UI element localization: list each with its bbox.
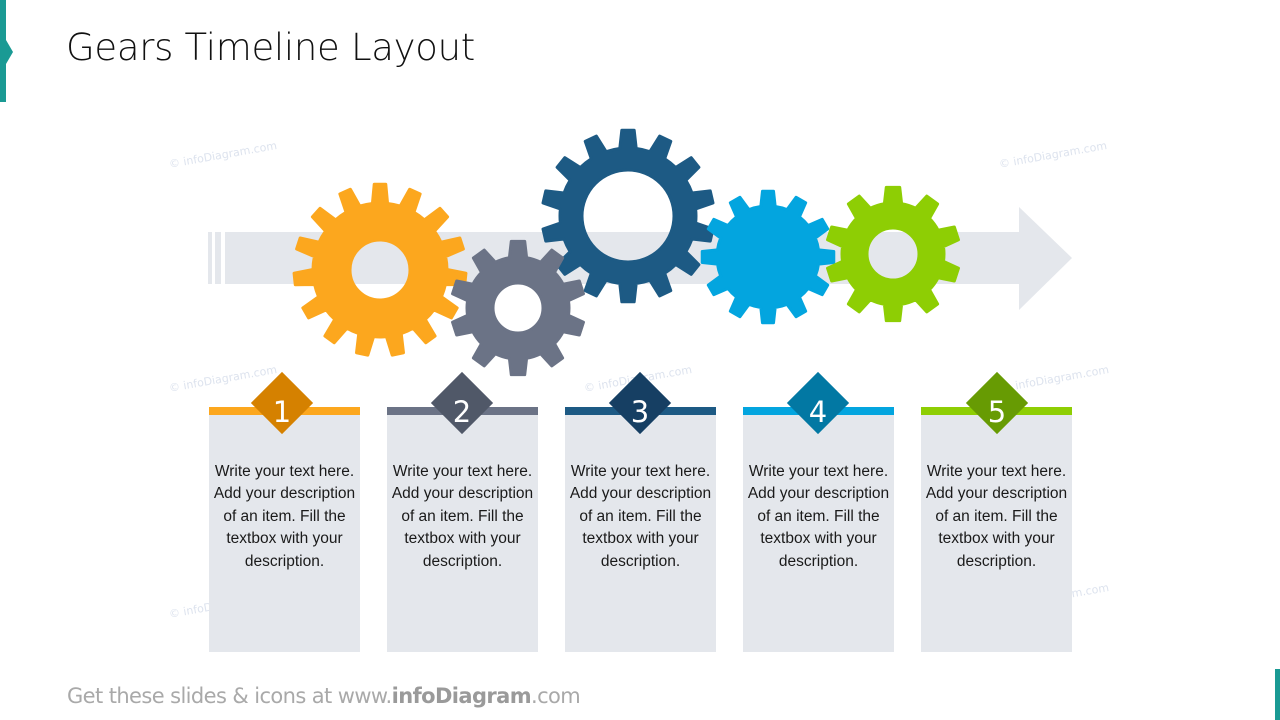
step-card-1[interactable]	[209, 407, 360, 652]
step-number: 5	[987, 395, 1007, 429]
left-accent-bar	[0, 0, 6, 102]
step-description[interactable]: Write your text here. Add your descripti…	[747, 463, 890, 570]
left-accent-notch	[6, 40, 13, 64]
step-card-2[interactable]	[387, 407, 538, 652]
footer-credit: Get these slides & icons at www.infoDiag…	[67, 684, 581, 708]
right-accent-bar	[1275, 669, 1280, 720]
footer-brand[interactable]: infoDiagram	[391, 684, 532, 708]
slide-title: Gears Timeline Layout	[66, 26, 475, 69]
step-description[interactable]: Write your text here. Add your descripti…	[569, 463, 712, 570]
gear-icon-2	[451, 239, 585, 377]
step-number: 2	[452, 395, 472, 429]
step-description[interactable]: Write your text here. Add your descripti…	[391, 463, 534, 570]
step-description[interactable]: Write your text here. Add your descripti…	[925, 463, 1068, 570]
gear-icon-1	[292, 182, 468, 357]
step-description[interactable]: Write your text here. Add your descripti…	[213, 463, 356, 570]
footer-prefix: Get these slides & icons at www.	[67, 684, 392, 708]
gear-icon-3	[541, 128, 715, 304]
gear-icon-5	[826, 185, 960, 323]
footer-suffix: .com	[531, 684, 581, 708]
step-number: 4	[808, 395, 828, 429]
step-number: 1	[272, 395, 292, 429]
step-number: 3	[630, 395, 650, 429]
gear-icon-4	[700, 189, 836, 325]
